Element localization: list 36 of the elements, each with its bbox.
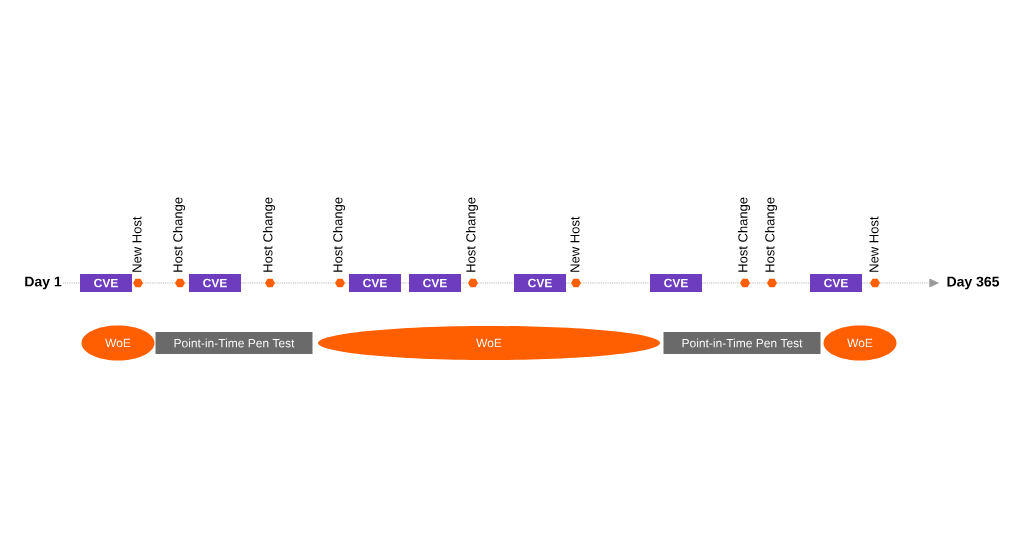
event-marker — [740, 278, 750, 288]
day-label: Day 365 — [947, 276, 1000, 290]
pen-test-bar: Point-in-Time Pen Test — [663, 332, 821, 354]
event-label: New Host — [869, 216, 879, 272]
timeline-arrow — [879, 278, 939, 288]
cve-box: CVE — [409, 274, 461, 292]
event-marker — [335, 278, 345, 288]
event-marker — [468, 278, 478, 288]
event-label: Host Change — [764, 197, 778, 272]
cve-box: CVE — [189, 274, 241, 292]
event-label: Host Change — [465, 197, 479, 272]
cve-box: CVE — [80, 274, 132, 292]
timeline-line — [701, 282, 741, 284]
event-marker — [571, 278, 581, 288]
cve-box: CVE — [514, 274, 566, 292]
event-label: Host Change — [737, 197, 751, 272]
event-marker — [767, 278, 777, 288]
event-label: Host Change — [332, 197, 346, 272]
event-marker — [175, 278, 185, 288]
timeline-line — [131, 282, 134, 284]
timeline-line — [240, 282, 266, 284]
timeline-line — [565, 282, 572, 284]
timeline-line — [861, 282, 871, 284]
timeline-line — [749, 282, 768, 284]
event-label: New Host — [570, 216, 580, 272]
event-marker — [265, 278, 275, 288]
cve-box: CVE — [650, 274, 702, 292]
event-label: Host Change — [262, 197, 276, 272]
pen-test-bar: Point-in-Time Pen Test — [155, 332, 313, 354]
event-label: Host Change — [172, 197, 186, 272]
day-label: Day 1 — [25, 276, 62, 290]
event-label: New Host — [132, 216, 142, 272]
event-marker — [133, 278, 143, 288]
cve-box: CVE — [810, 274, 862, 292]
event-marker — [870, 278, 880, 288]
cve-box: CVE — [349, 274, 401, 292]
